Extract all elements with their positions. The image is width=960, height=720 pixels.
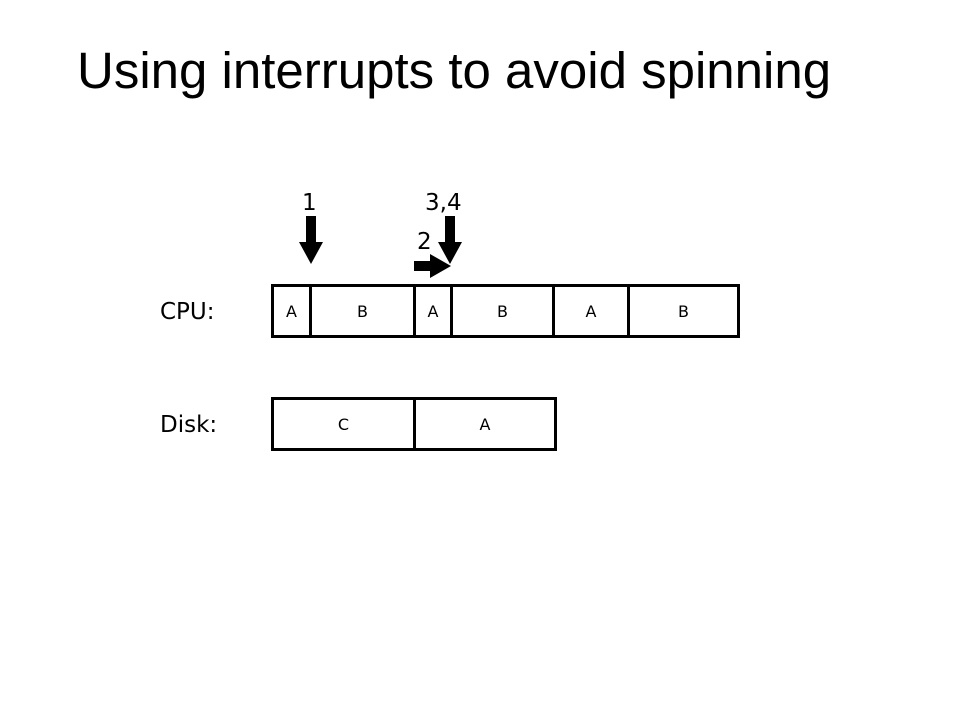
disk-timeline: C A (271, 397, 557, 451)
cpu-row-label: CPU: (160, 299, 215, 325)
marker-label-3-4: 3,4 (425, 190, 462, 216)
disk-segment: C (274, 400, 416, 448)
marker-label-2: 2 (417, 229, 432, 255)
disk-segment: A (479, 414, 491, 434)
cpu-timeline: A B A B A B (271, 284, 740, 338)
slide-title: Using interrupts to avoid spinning (77, 42, 832, 99)
right-arrow-icon-2 (414, 254, 451, 278)
cpu-segment: A (555, 287, 630, 335)
down-arrow-icon-3-4 (438, 216, 462, 264)
marker-label-1: 1 (302, 190, 317, 216)
cpu-segment: A (274, 287, 312, 335)
cpu-segment: B (453, 287, 555, 335)
disk-row-label: Disk: (160, 412, 218, 438)
cpu-segment: B (678, 301, 689, 321)
cpu-segment: B (312, 287, 416, 335)
down-arrow-icon-1 (299, 216, 323, 264)
cpu-segment: A (416, 287, 453, 335)
